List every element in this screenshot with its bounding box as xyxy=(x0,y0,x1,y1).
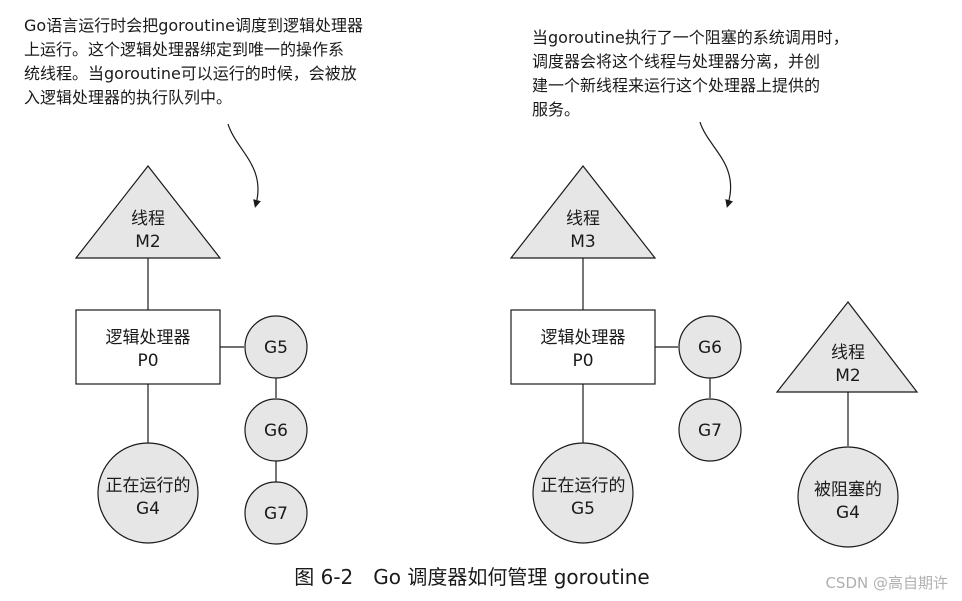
processor-p0-box xyxy=(510,309,656,385)
callout-arrow-left xyxy=(227,123,261,208)
blocked-goroutine-g4 xyxy=(797,446,899,548)
blocked-thread-label: 线程 xyxy=(831,343,865,363)
thread-label: 线程 xyxy=(131,209,165,229)
queue-goroutine-label: G7 xyxy=(264,504,288,524)
running-label: 正在运行的 xyxy=(541,476,626,496)
annotation-left-line: 入逻辑处理器的执行队列中。 xyxy=(24,88,233,107)
processor-id: P0 xyxy=(572,351,593,371)
running-goroutine-g5 xyxy=(532,442,634,544)
queued-goroutine-g6 xyxy=(244,398,308,462)
callout-arrow-right xyxy=(699,121,733,208)
queued-goroutine-g6 xyxy=(678,315,742,379)
running-id: G4 xyxy=(136,499,160,519)
annotation-right-line: 建一个新线程来运行这个处理器上提供的 xyxy=(532,76,821,95)
thread-id: M2 xyxy=(135,232,160,252)
processor-id: P0 xyxy=(137,351,158,371)
queue-goroutine-label: G6 xyxy=(698,338,722,358)
annotation-left-line: 上运行。这个逻辑处理器绑定到唯一的操作系 xyxy=(24,40,345,59)
blocked-thread-id: M2 xyxy=(835,366,860,386)
blocked-id: G4 xyxy=(836,503,860,523)
annotation-right-line: 服务。 xyxy=(532,100,581,119)
queue-goroutine-label: G6 xyxy=(264,421,288,441)
queued-goroutine-g7 xyxy=(244,481,308,545)
queued-goroutine-g7 xyxy=(678,398,742,462)
annotation-left: Go语言运行时会把goroutine调度到逻辑处理器 上运行。这个逻辑处理器绑定… xyxy=(24,14,363,110)
annotation-left-line: 统线程。当goroutine可以运行的时候，会被放 xyxy=(24,64,357,83)
annotation-right: 当goroutine执行了一个阻塞的系统调用时， 调度器会将这个线程与处理器分离… xyxy=(532,26,849,122)
running-label: 正在运行的 xyxy=(106,476,191,496)
queued-goroutine-g5 xyxy=(244,315,308,379)
thread-m3-triangle xyxy=(509,165,657,259)
processor-label: 逻辑处理器 xyxy=(106,328,191,348)
annotation-right-line: 当goroutine执行了一个阻塞的系统调用时， xyxy=(532,28,849,47)
annotation-right-line: 调度器会将这个线程与处理器分离，并创 xyxy=(532,52,821,71)
annotation-left-line: Go语言运行时会把goroutine调度到逻辑处理器 xyxy=(24,16,363,35)
blocked-label: 被阻塞的 xyxy=(814,480,882,500)
scheduler-diagram: 线程 M2 逻辑处理器 P0 正在运行的 G4 G5 G6 G7 线程 M3 逻… xyxy=(74,121,919,548)
processor-label: 逻辑处理器 xyxy=(541,328,626,348)
running-id: G5 xyxy=(571,499,595,519)
thread-label: 线程 xyxy=(566,209,600,229)
thread-m2-triangle xyxy=(74,165,222,259)
watermark: CSDN @高自期许 xyxy=(825,574,948,592)
queue-goroutine-label: G5 xyxy=(264,338,288,358)
running-goroutine-g4 xyxy=(97,442,199,544)
thread-id: M3 xyxy=(570,232,595,252)
queue-goroutine-label: G7 xyxy=(698,421,722,441)
figure-caption: 图 6-2 Go 调度器如何管理 goroutine xyxy=(294,565,650,589)
blocked-thread-m2-triangle xyxy=(775,301,919,393)
processor-p0-box xyxy=(75,309,221,385)
